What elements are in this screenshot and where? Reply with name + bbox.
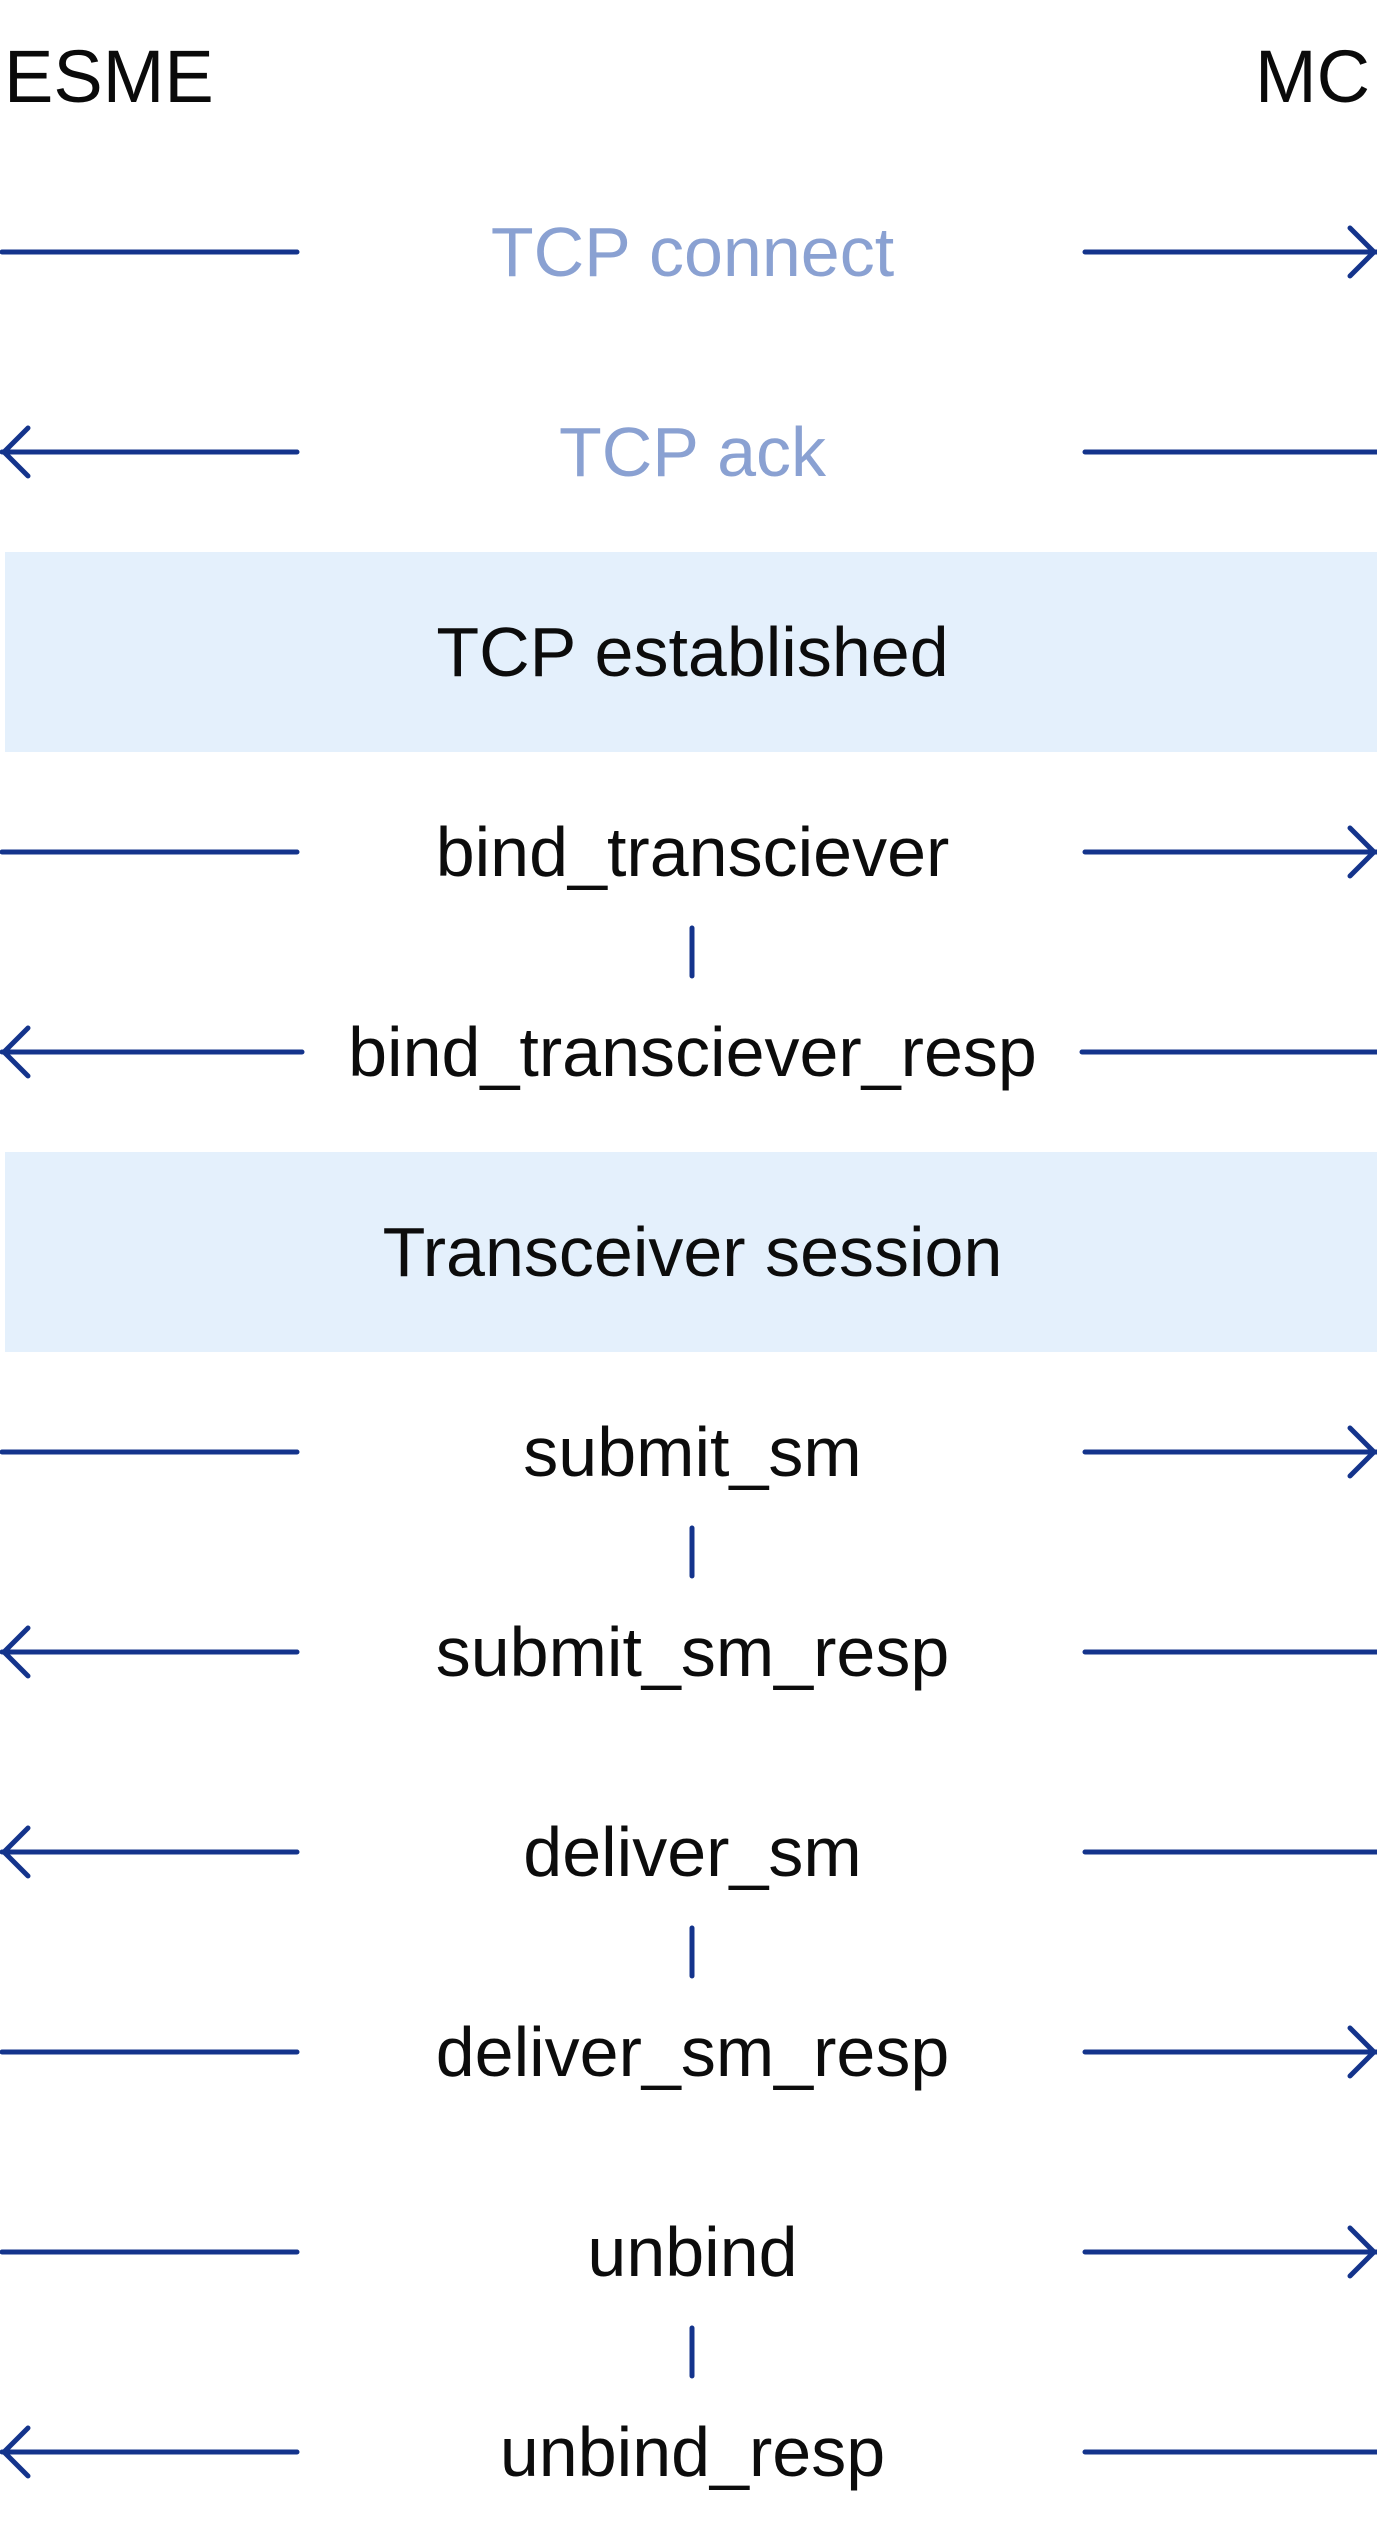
arrowhead-right-7 [1347,2025,1377,2079]
message-label-tcp-connect: TCP connect [490,213,895,291]
message-label-submit-sm: submit_sm [523,1413,862,1491]
arrowhead-right-0 [1347,225,1377,279]
arrowhead-left-3 [1,1025,31,1079]
arrowhead-right-8 [1347,2225,1377,2279]
message-label-bind-transciever-resp: bind_transciever_resp [348,1013,1037,1091]
message-label-bind-transciever: bind_transciever [435,813,950,891]
phase-label-transceiver-session: Transceiver session [382,1213,1003,1291]
message-label-deliver-sm-resp: deliver_sm_resp [435,2013,950,2091]
message-label-unbind-resp: unbind_resp [499,2413,886,2491]
message-label-deliver-sm: deliver_sm [523,1813,862,1891]
phase-band-transceiver-session [5,1152,1377,1352]
message-label-submit-sm-resp: submit_sm_resp [435,1613,950,1691]
arrowhead-left-9 [1,2425,31,2479]
arrowhead-left-1 [1,425,31,479]
message-label-unbind: unbind [587,2213,798,2291]
arrowhead-left-6 [1,1825,31,1879]
phase-label-tcp-established: TCP established [436,613,949,691]
phase-band-tcp-established [5,552,1377,752]
participant-mc: MC [1255,35,1371,118]
arrowhead-right-2 [1347,825,1377,879]
arrowhead-right-4 [1347,1425,1377,1479]
message-label-tcp-ack: TCP ack [558,413,827,491]
participant-esme: ESME [4,35,214,118]
arrowhead-left-5 [1,1625,31,1679]
